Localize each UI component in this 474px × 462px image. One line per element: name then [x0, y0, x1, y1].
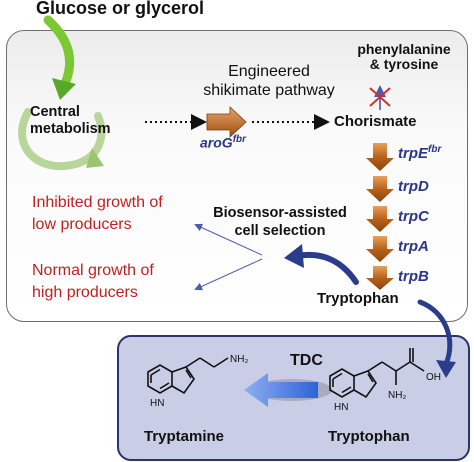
inhibited-line-2: low producers	[32, 216, 132, 233]
tryptamine-structure	[147, 357, 229, 395]
selection-curved-arrow	[284, 244, 359, 285]
tryptamine-label: Tryptamine	[144, 428, 225, 445]
normal-line-2: high producers	[32, 284, 138, 301]
central-metabolism-label: Central metabolism	[30, 104, 111, 138]
arrow-to-normal	[194, 258, 263, 291]
central-line-2: metabolism	[30, 121, 111, 137]
transfer-curved-arrow	[417, 299, 456, 378]
biosensor-line-2: cell selection	[234, 223, 326, 239]
arog-sup: fbr	[232, 134, 247, 145]
glucose-glycerol-title: Glucose or glycerol	[36, 0, 205, 18]
arrow-to-inhibited	[194, 223, 263, 256]
arog-orange-arrow	[206, 106, 247, 138]
arog-gene-label: aroGfbr	[200, 134, 246, 151]
biosensor-selection-label: Biosensor-assisted cell selection	[210, 204, 350, 240]
gene-label-trpb: trpB	[398, 268, 429, 285]
tryptophan-nh2-label: NH₂	[388, 390, 406, 401]
inhibited-line-1: Inhibited growth of	[32, 194, 163, 211]
biosensor-line-1: Biosensor-assisted	[213, 205, 347, 221]
branch-line-2: & tyrosine	[369, 56, 439, 72]
tryptophan-product-label: Tryptophan	[317, 290, 399, 307]
blocked-branch-arrow	[369, 85, 391, 110]
arog-name: aroG	[200, 134, 233, 151]
gene-label-trpd: trpD	[398, 178, 429, 195]
tdc-arrow	[244, 373, 332, 407]
pathway-line-1: Engineered	[228, 63, 310, 80]
normal-line-1: Normal growth of	[32, 262, 154, 279]
tryptophan-structure	[329, 348, 425, 399]
tryptophan-hn-label: HN	[334, 402, 348, 413]
pathway-line-2: shikimate pathway	[203, 82, 335, 99]
tryptophan-bottom-label: Tryptophan	[328, 428, 410, 445]
normal-growth-label: Normal growth of high producers	[32, 260, 154, 304]
gene-sup: fbr	[428, 144, 442, 155]
tryptamine-hn-label: HN	[150, 398, 164, 409]
metabolism-cycle-icon	[18, 108, 106, 171]
tryptamine-nh2-label: NH₂	[230, 354, 248, 365]
trp-gene-arrows	[366, 143, 394, 290]
gene-label-trpe: trpEfbr	[398, 144, 441, 162]
tryptophan-oh-label: OH	[426, 372, 441, 383]
gene-label-trpa: trpA	[398, 238, 429, 255]
phe-tyr-branch-label: phenylalanine & tyrosine	[338, 42, 470, 72]
metabolic-engineering-panel	[6, 30, 468, 322]
engineered-pathway-label: Engineered shikimate pathway	[194, 62, 344, 100]
chorismate-label: Chorismate	[334, 113, 417, 130]
green-curved-arrow	[43, 15, 76, 100]
branch-line-1: phenylalanine	[357, 41, 451, 57]
tdc-enzyme-label: TDC	[290, 352, 323, 369]
inhibited-growth-label: Inhibited growth of low producers	[32, 192, 163, 236]
gene-name: trpE	[398, 145, 428, 162]
central-line-1: Central	[30, 104, 80, 120]
gene-label-trpc: trpC	[398, 208, 429, 225]
